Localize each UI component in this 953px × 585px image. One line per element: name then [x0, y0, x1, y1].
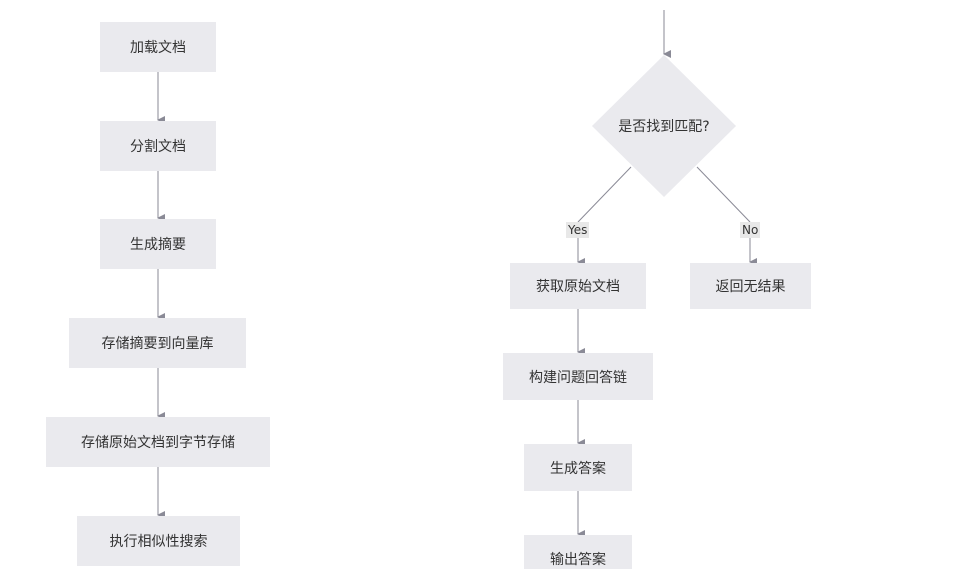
node-generate-summary: 生成摘要 [100, 219, 216, 269]
edge-no [696, 166, 751, 223]
node-store-summary: 存储摘要到向量库 [69, 318, 246, 368]
edge-yes [577, 166, 632, 223]
node-load-documents: 加载文档 [100, 22, 216, 72]
node-output-answer: 输出答案 [524, 535, 632, 569]
node-build-qa-chain: 构建问题回答链 [503, 353, 653, 400]
node-fetch-original: 获取原始文档 [510, 263, 646, 309]
node-split-documents: 分割文档 [100, 121, 216, 171]
decision-label: 是否找到匹配? [618, 119, 710, 135]
yes-label: Yes [566, 222, 590, 238]
node-store-raw: 存储原始文档到字节存储 [46, 417, 270, 467]
node-no-result: 返回无结果 [690, 263, 811, 309]
no-label: No [740, 222, 761, 238]
node-similarity-search: 执行相似性搜索 [77, 516, 240, 566]
decision-diamond [592, 55, 736, 197]
node-generate-answer: 生成答案 [524, 444, 632, 491]
